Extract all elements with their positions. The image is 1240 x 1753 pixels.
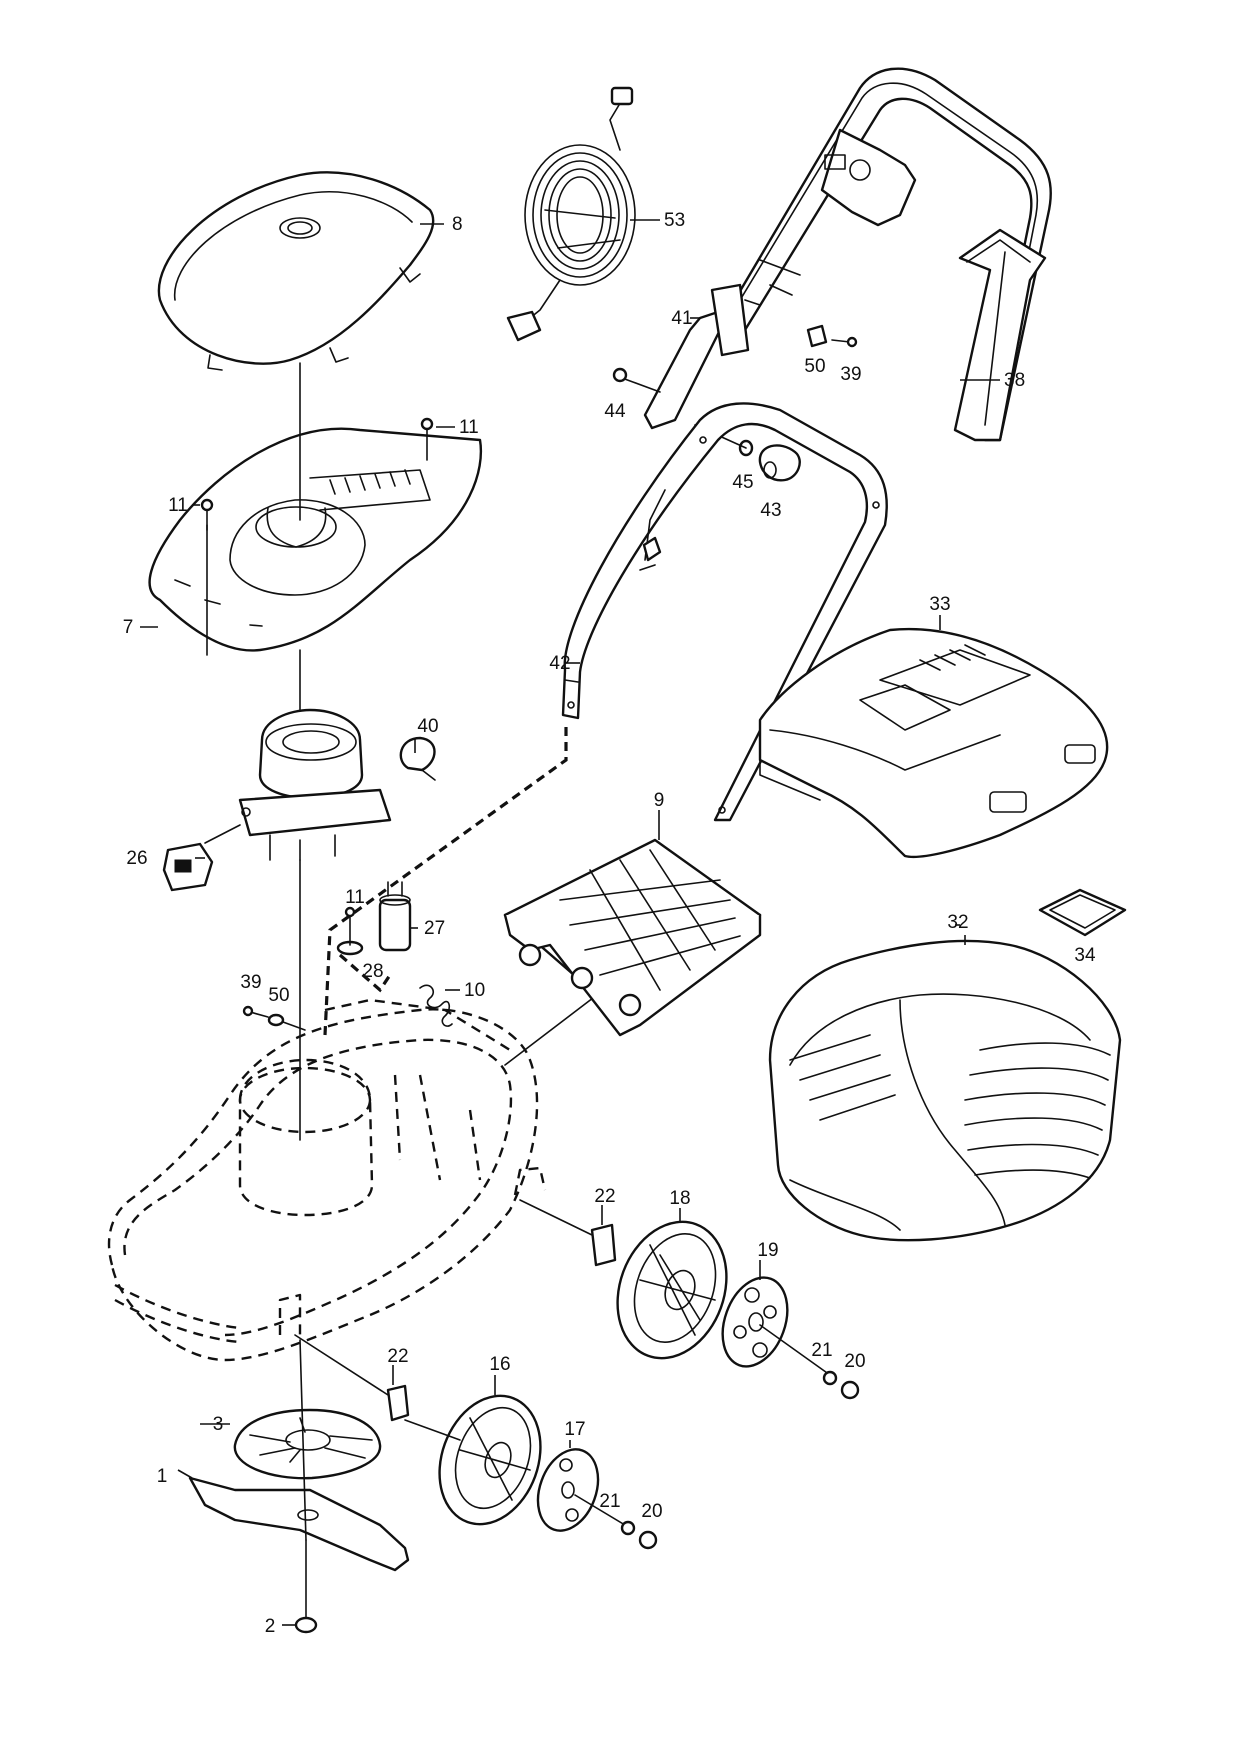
part-label: 39 xyxy=(840,364,861,385)
part-label: 34 xyxy=(1074,945,1096,966)
washer-50-lower xyxy=(267,1013,306,1031)
part-label: 32 xyxy=(947,912,968,933)
spring-10 xyxy=(419,984,453,1027)
part-label: 33 xyxy=(929,594,950,615)
part-label: 53 xyxy=(664,210,685,231)
rear-flap-9 xyxy=(503,838,762,1037)
part-label: 41 xyxy=(671,308,692,329)
nut-20-upper xyxy=(840,1380,860,1400)
part-label: 18 xyxy=(669,1188,690,1209)
part-label: 27 xyxy=(424,918,445,939)
part-label: 39 xyxy=(240,972,261,993)
grassbox-lid-33 xyxy=(758,627,1109,858)
wheel-cap-17 xyxy=(536,1448,600,1532)
part-label: 45 xyxy=(732,472,753,493)
grassbox-ribs xyxy=(964,1042,1111,1179)
extension-cable-53 xyxy=(506,86,636,342)
part-label: 17 xyxy=(564,1419,585,1440)
cable-tie-40 xyxy=(399,736,436,781)
grassbox-mesh xyxy=(789,1034,896,1121)
part-label: 50 xyxy=(804,356,825,377)
part-label: 21 xyxy=(599,1491,620,1512)
part-label: 42 xyxy=(549,653,570,674)
screw-11-top xyxy=(420,417,434,461)
bolt-44 xyxy=(612,367,661,393)
part-label: 40 xyxy=(417,716,438,737)
lower-handle-42 xyxy=(561,402,888,822)
switch-26 xyxy=(162,842,214,892)
part-label: 7 xyxy=(123,617,134,638)
part-label: 38 xyxy=(1004,370,1025,391)
fan-3 xyxy=(233,1408,382,1480)
part-label: 50 xyxy=(268,985,289,1006)
part-label: 11 xyxy=(345,887,365,908)
upper-housing xyxy=(148,427,482,656)
part-label: 20 xyxy=(641,1501,662,1522)
wheel-16 xyxy=(438,1394,542,1526)
part-label: 26 xyxy=(126,848,147,869)
knob-43 xyxy=(758,444,801,482)
bracket-22-upper xyxy=(519,1199,617,1267)
motor-cover xyxy=(157,171,435,371)
handle-grip-38 xyxy=(953,228,1047,442)
part-label: 43 xyxy=(760,500,781,521)
bracket-22-lower xyxy=(294,1334,410,1422)
part-label: 8 xyxy=(452,214,463,235)
screw-39-upper xyxy=(831,336,858,348)
axle-bolt-21-upper xyxy=(759,1324,838,1386)
part-labels: 1 2 3 7 8 9 10 11 11 11 16 17 18 19 20 2… xyxy=(123,210,1096,1637)
part-label: 20 xyxy=(844,1351,865,1372)
screw-39-lower xyxy=(242,1005,269,1018)
nut-20-lower xyxy=(638,1530,658,1550)
deck-rim-teeth xyxy=(114,1283,241,1344)
wheel-18 xyxy=(616,1220,728,1360)
part-label: 1 xyxy=(157,1466,168,1487)
part-label: 10 xyxy=(464,980,485,1001)
handle-upper xyxy=(718,67,1052,442)
part-label: 2 xyxy=(265,1616,276,1637)
part-label: 16 xyxy=(489,1354,510,1375)
grille-slots xyxy=(329,469,411,495)
cable-route xyxy=(323,727,568,1036)
washer-50-upper xyxy=(806,324,828,348)
part-label: 21 xyxy=(811,1340,832,1361)
motor xyxy=(204,708,392,861)
part-label: 28 xyxy=(362,961,383,982)
part-label: 22 xyxy=(594,1186,615,1207)
capacitor-27 xyxy=(378,881,412,952)
blade-bolt-2 xyxy=(294,1539,318,1634)
part-label: 19 xyxy=(757,1240,778,1261)
clamp-41 xyxy=(643,283,750,430)
part-label: 44 xyxy=(604,401,626,422)
axle-bolt-21-lower xyxy=(574,1494,636,1536)
screw-11-middle xyxy=(344,906,356,946)
part-label: 11 xyxy=(459,417,479,438)
leader-lines xyxy=(140,219,1000,1626)
wheel-cap-19 xyxy=(721,1276,789,1368)
plate-34 xyxy=(1038,888,1127,937)
part-label: 3 xyxy=(213,1414,224,1435)
blade-1 xyxy=(188,1476,410,1572)
part-label: 22 xyxy=(387,1346,408,1367)
part-label: 11 xyxy=(168,495,188,516)
mower-deck xyxy=(107,998,547,1362)
grassbox-32 xyxy=(768,939,1122,1242)
screw-11-left xyxy=(200,498,214,531)
part-label: 9 xyxy=(654,790,665,811)
